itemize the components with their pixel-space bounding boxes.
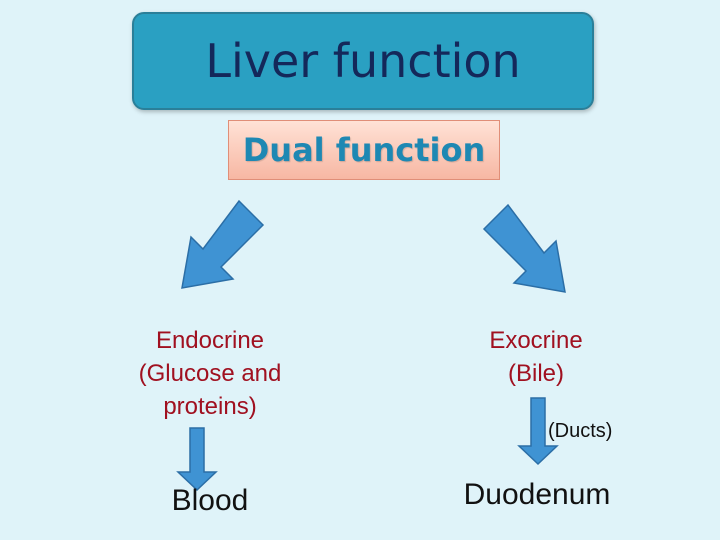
subtitle-box: Dual function [228,120,500,180]
diagram-subtitle: Dual function [242,131,486,169]
arrow-to-exocrine [482,203,566,293]
arrow-to-duodenum [517,397,559,466]
endocrine-line-3: proteins) [163,393,257,420]
arrow-to-blood [176,427,218,492]
arrow-to-endocrine [181,199,265,289]
duodenum-label: Duodenum [463,478,611,511]
exocrine-line-1: Exocrine [489,327,583,354]
ducts-label: (Ducts) [548,420,613,442]
exocrine-line-2: (Bile) [507,360,564,387]
endocrine-label: Endocrine (Glucose and proteins) [90,324,330,423]
diagram-title: Liver function [205,34,521,88]
title-box: Liver function [132,12,594,110]
endocrine-line-1: Endocrine [155,327,265,354]
endocrine-line-2: (Glucose and [138,360,282,387]
exocrine-label: Exocrine (Bile) [438,324,634,390]
blood-label: Blood [171,484,249,517]
